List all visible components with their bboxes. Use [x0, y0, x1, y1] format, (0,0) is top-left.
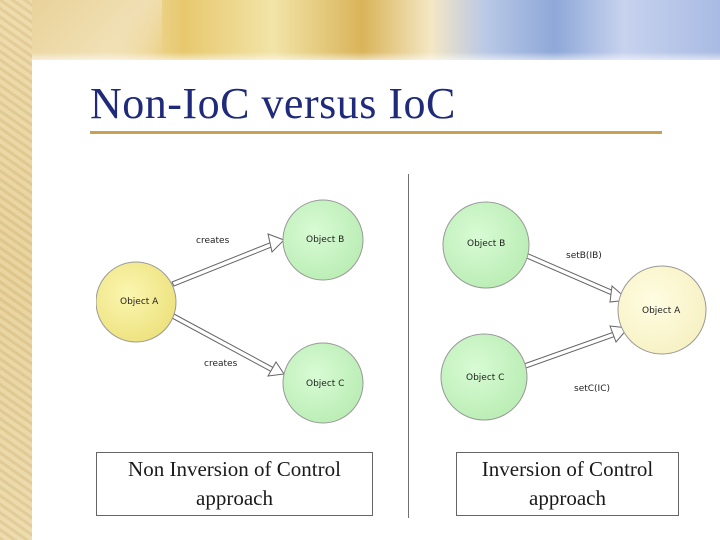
object-b-node: Object B	[442, 201, 530, 289]
object-c-node: Object C	[282, 342, 364, 424]
object-c-label: Object C	[306, 379, 344, 389]
ioc-caption-line1: Inversion of Control	[481, 457, 654, 481]
non-ioc-caption-line1: Non Inversion of Control	[128, 457, 341, 481]
creates-label-bottom: creates	[204, 359, 238, 369]
setb-label: setB(IB)	[566, 251, 602, 261]
object-b-label: Object B	[306, 235, 344, 245]
decorative-banner	[32, 0, 720, 60]
object-b-label: Object B	[467, 239, 505, 249]
creates-arrow-top	[171, 233, 285, 287]
object-a-label: Object A	[120, 297, 159, 307]
ioc-diagram-svg: Object B Object C Object A setB(IB) setC…	[440, 201, 707, 421]
setc-label: setC(IC)	[574, 384, 610, 394]
object-b-node: Object B	[282, 199, 364, 281]
ioc-caption: Inversion of Control approach	[456, 452, 679, 516]
non-ioc-diagram: Object A Object B Object C creates creat…	[95, 196, 376, 428]
non-ioc-caption: Non Inversion of Control approach	[96, 452, 373, 516]
object-a-label: Object A	[642, 306, 681, 316]
object-c-label: Object C	[466, 373, 504, 383]
non-ioc-caption-line2: approach	[196, 486, 273, 510]
title-underline	[90, 131, 662, 134]
ioc-diagram: Object B Object C Object A setB(IB) setC…	[436, 196, 720, 428]
non-ioc-diagram-svg: Object A Object B Object C creates creat…	[95, 199, 364, 424]
object-a-node: Object A	[617, 265, 707, 355]
vertical-divider	[408, 174, 409, 518]
decorative-left-strip	[0, 0, 32, 540]
creates-label-top: creates	[196, 236, 230, 246]
setc-arrow	[523, 325, 629, 369]
banner-fade	[32, 52, 720, 66]
object-a-node: Object A	[95, 261, 177, 343]
ioc-caption-line2: approach	[529, 486, 606, 510]
banner-leaf-pattern	[32, 0, 162, 60]
slide-title: Non-IoC versus IoC	[90, 79, 456, 128]
object-c-node: Object C	[440, 333, 528, 421]
